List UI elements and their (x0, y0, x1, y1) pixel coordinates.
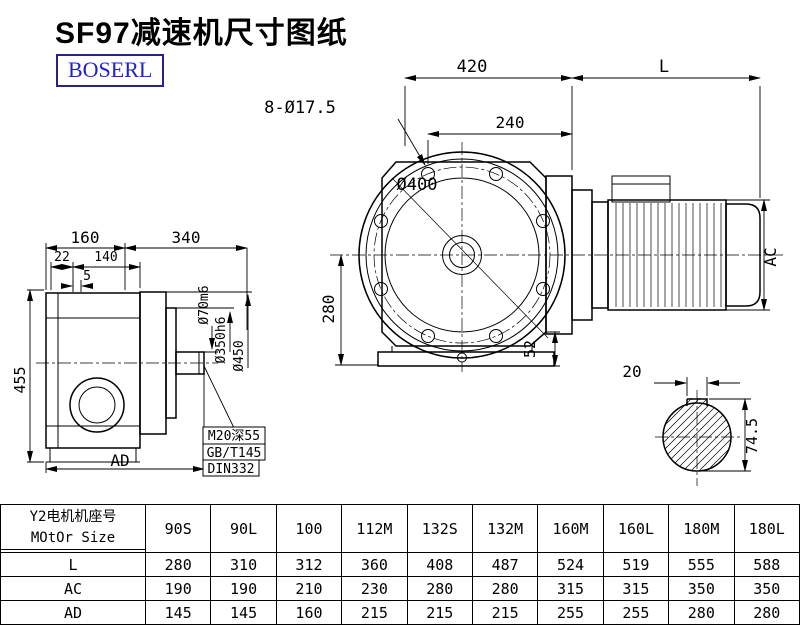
motor-view: AC (571, 175, 780, 321)
cell-l: 310 (210, 552, 277, 577)
centerlines (36, 142, 784, 486)
note-gb-standard: GB/T145 (207, 446, 262, 461)
dim-ad-label: AD (110, 451, 129, 470)
row-label-ac: AC (0, 576, 146, 601)
cell-l: 408 (406, 552, 473, 577)
size-col-header: 160M (537, 504, 604, 553)
motor-size-table: Y2电机机座号 MOtOr Size 90S 90L 100 112M 132S… (0, 504, 800, 625)
dim-22-label: 22 (54, 250, 70, 265)
motor-size-header-cell: Y2电机机座号 MOtOr Size (0, 504, 146, 553)
dim-motor-length-label: L (659, 57, 669, 77)
size-col-header: 180L (733, 504, 800, 553)
cell-ac: 350 (668, 576, 735, 601)
cell-l: 524 (537, 552, 604, 577)
motor-label-en: MOtOr Size (1, 528, 145, 550)
cell-l: 519 (602, 552, 670, 577)
size-col-header: 90L (210, 504, 277, 553)
cell-l: 588 (733, 552, 800, 577)
motor-label-cn: Y2电机机座号 (29, 509, 117, 525)
note-thread: M20深55 (208, 429, 260, 444)
note-din-standard: DIN332 (208, 462, 255, 477)
dim-160-label: 160 (71, 228, 100, 247)
size-col-header: 112M (341, 504, 408, 553)
cell-l: 280 (144, 552, 212, 577)
dim-shaft-dia-label: Ø70m6 (197, 285, 212, 324)
dim-spigot-dia-label: Ø350h6 (214, 317, 229, 364)
dim-5-label: 5 (83, 269, 91, 284)
front-view-dimensions: Ø400 420 L 240 8-Ø17.5 280 52 (264, 57, 761, 367)
size-col-header: 132M (471, 504, 539, 553)
cell-ac: 230 (341, 576, 408, 601)
cell-ad: 160 (275, 600, 343, 625)
cell-ad: 215 (341, 600, 408, 625)
dim-52-label: 52 (521, 340, 539, 358)
cell-ac: 350 (733, 576, 800, 601)
size-col-header: 100 (275, 504, 343, 553)
cell-ac: 280 (406, 576, 473, 601)
cell-ad: 215 (471, 600, 539, 625)
dim-240-label: 240 (496, 113, 525, 132)
size-col-header: 160L (602, 504, 670, 553)
size-col-header: 90S (144, 504, 212, 553)
dim-ac-label: AC (761, 247, 780, 266)
cell-l: 555 (668, 552, 735, 577)
cell-ac: 190 (144, 576, 212, 601)
dim-bolt-holes-label: 8-Ø17.5 (264, 98, 336, 118)
cell-ad: 215 (406, 600, 473, 625)
cell-ac: 280 (471, 576, 539, 601)
cell-ad: 255 (537, 600, 604, 625)
row-label-ad: AD (0, 600, 146, 625)
cell-ac: 210 (275, 576, 343, 601)
gearbox-front-view (358, 151, 573, 367)
technical-drawing-svg: 455 160 340 22 140 5 AD Ø70m6 Ø350h6 (11, 57, 784, 486)
cell-ac: 190 (210, 576, 277, 601)
boserl-logo: BOSERL (56, 54, 165, 88)
table-row-l: L 280 310 312 360 408 487 524 519 555 58… (0, 552, 800, 577)
dim-bolt-circle-label: Ø400 (397, 175, 438, 195)
dim-280-label: 280 (319, 295, 338, 324)
cell-l: 487 (471, 552, 539, 577)
size-col-header: 180M (668, 504, 735, 553)
size-col-header: 132S (406, 504, 473, 553)
cell-ad: 255 (602, 600, 670, 625)
cell-ad: 145 (210, 600, 277, 625)
row-label-l: L (0, 552, 146, 577)
dim-340-label: 340 (172, 228, 201, 247)
cell-l: 312 (275, 552, 343, 577)
side-view-dimensions: 455 160 340 22 140 5 AD Ø70m6 Ø350h6 (11, 228, 266, 477)
dim-420-label: 420 (457, 57, 488, 77)
dim-flange-dia-label: Ø450 (232, 340, 247, 371)
shaft-cross-section: 20 74.5 (622, 362, 761, 472)
cell-ad: 145 (144, 600, 212, 625)
cell-l: 360 (341, 552, 408, 577)
table-row-ac: AC 190 190 210 230 280 280 315 315 350 3… (0, 576, 800, 601)
table-row-ad: AD 145 145 160 215 215 215 255 255 280 2… (0, 600, 800, 625)
table-header-row: Y2电机机座号 MOtOr Size 90S 90L 100 112M 132S… (0, 504, 800, 553)
dim-455-label: 455 (11, 366, 29, 393)
cell-ac: 315 (537, 576, 604, 601)
cell-ad: 280 (733, 600, 800, 625)
gearbox-side-view (45, 291, 235, 463)
dim-key-height-label: 74.5 (743, 418, 761, 454)
dim-140-label: 140 (94, 250, 117, 265)
cell-ac: 315 (602, 576, 670, 601)
dim-keyway-width-label: 20 (622, 362, 641, 381)
cell-ad: 280 (668, 600, 735, 625)
page-title: SF97减速机尺寸图纸 (55, 17, 348, 50)
